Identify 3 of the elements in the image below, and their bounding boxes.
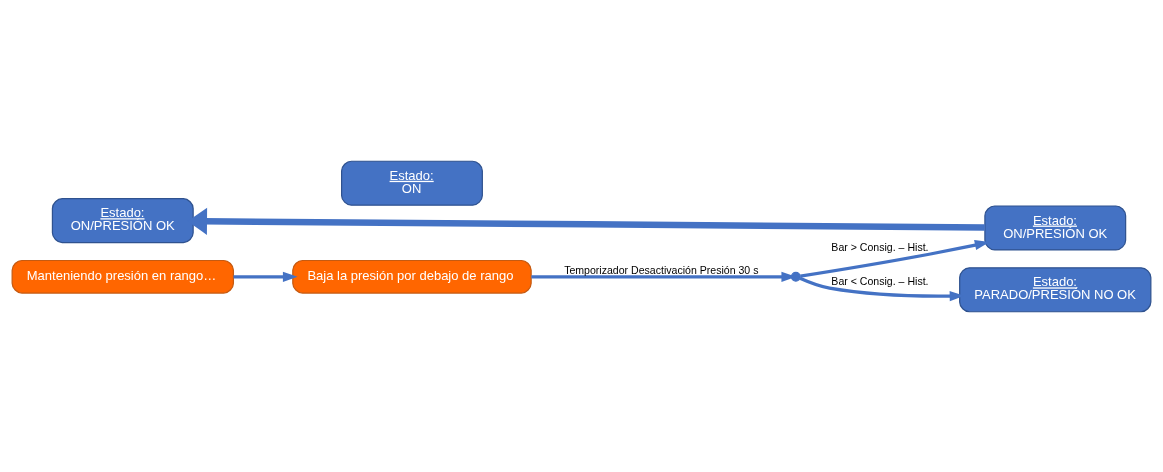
edge-label: Temporizador Desactivación Presión 30 s [564,263,759,276]
edge-label: Bar < Consig. – Hist. [831,274,929,287]
edge-label: Bar > Consig. – Hist. [831,240,929,253]
